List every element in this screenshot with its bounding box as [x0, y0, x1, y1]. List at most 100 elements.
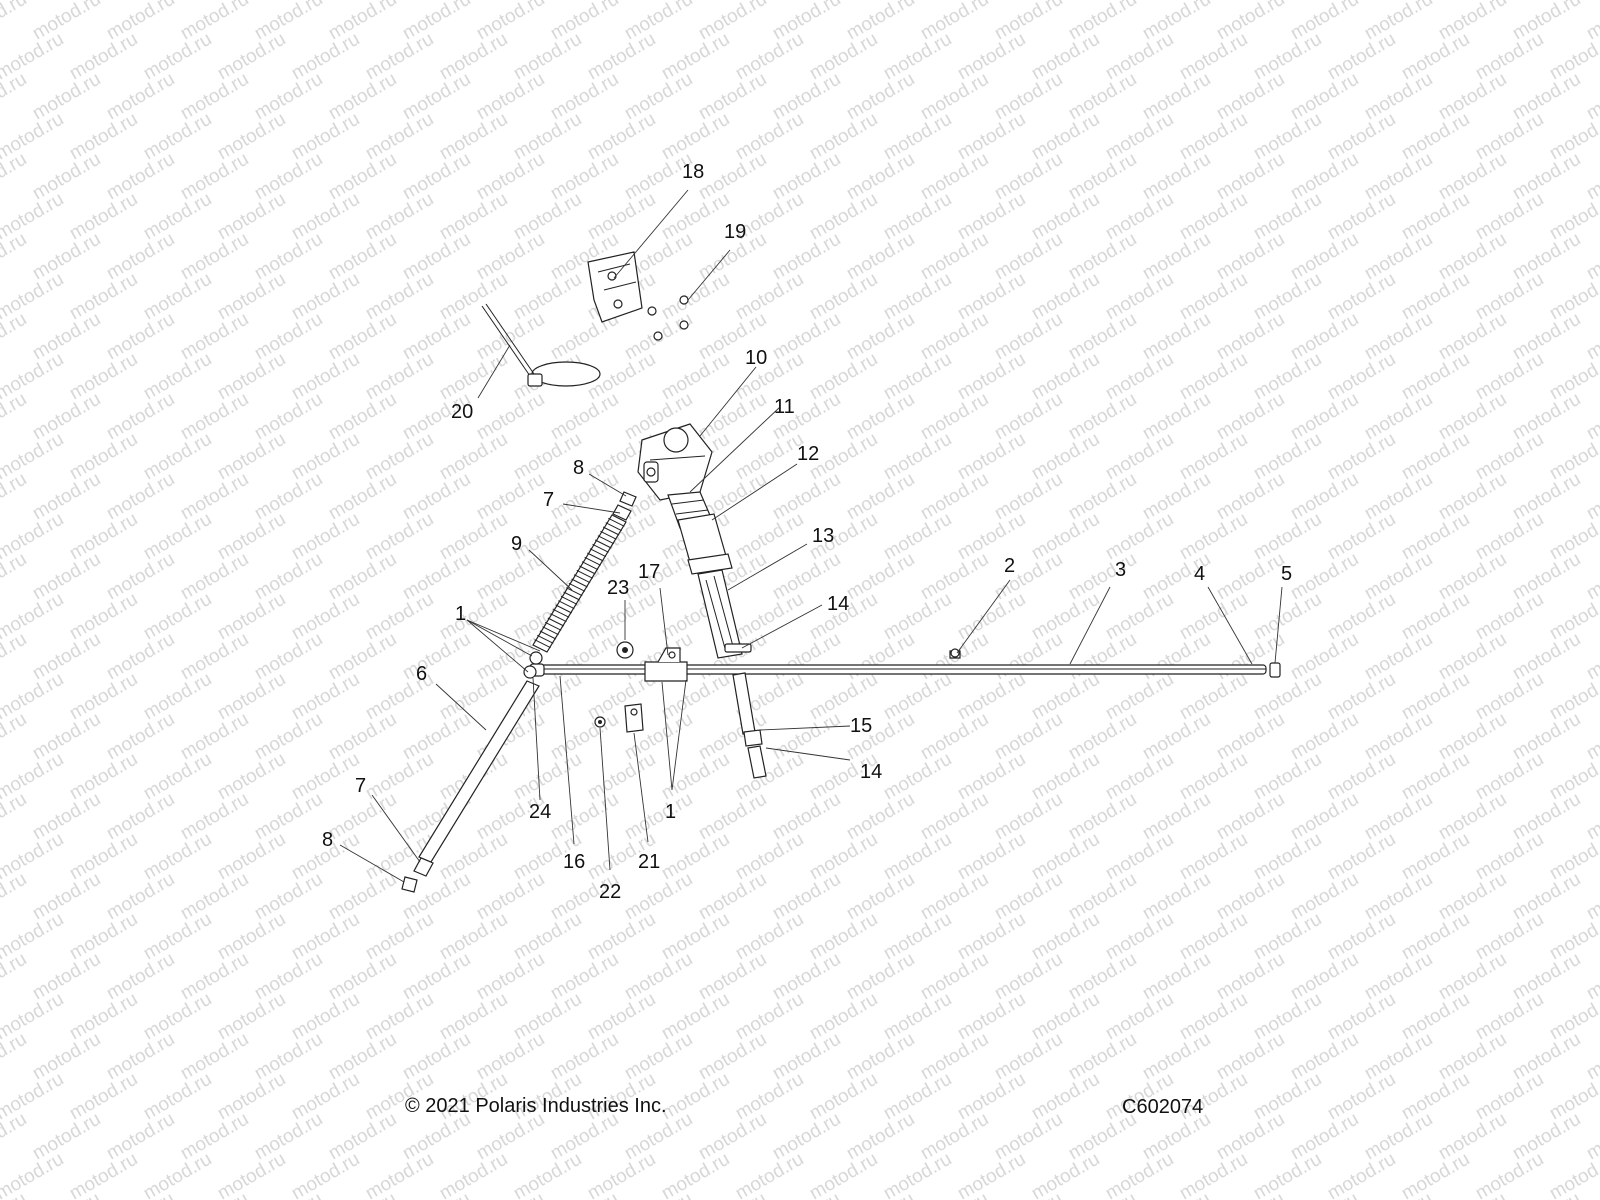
watermark-text: motod.ru: [1287, 309, 1362, 365]
watermark-text: motod.ru: [288, 429, 363, 485]
watermark-text: motod.ru: [1102, 1149, 1177, 1200]
watermark-text: motod.ru: [1361, 549, 1436, 605]
callouts: 1 1 2 3 4 5 6 7 7 8 8 9 10 11 12 13 14 1…: [322, 161, 1292, 903]
watermark-text: motod.ru: [251, 949, 326, 1005]
watermark-text: motod.ru: [732, 1069, 807, 1125]
watermark-text: motod.ru: [806, 909, 881, 965]
watermark-text: motod.ru: [991, 469, 1066, 525]
watermark-text: motod.ru: [1509, 789, 1584, 845]
watermark-text: motod.ru: [473, 1189, 548, 1200]
watermark-text: motod.ru: [0, 949, 30, 1005]
watermark-text: motod.ru: [66, 749, 141, 805]
watermark-text: motod.ru: [103, 389, 178, 445]
watermark-text: motod.ru: [954, 109, 1029, 165]
watermark-text: motod.ru: [1102, 429, 1177, 485]
watermark-text: motod.ru: [0, 869, 30, 925]
watermark-text: motod.ru: [288, 269, 363, 325]
watermark-text: motod.ru: [1065, 949, 1140, 1005]
watermark-text: motod.ru: [510, 909, 585, 965]
watermark-text: motod.ru: [1509, 1189, 1584, 1200]
watermark-text: motod.ru: [66, 1069, 141, 1125]
watermark-text: motod.ru: [436, 829, 511, 885]
tube-rib: [539, 630, 557, 640]
watermark-text: motod.ru: [1324, 1069, 1399, 1125]
watermark-text: motod.ru: [1139, 229, 1214, 285]
watermark-text: motod.ru: [1250, 669, 1325, 725]
watermark-text: motod.ru: [1361, 229, 1436, 285]
watermark-text: motod.ru: [1398, 1149, 1473, 1200]
watermark-text: motod.ru: [103, 229, 178, 285]
watermark-text: motod.ru: [399, 549, 474, 605]
watermark-text: motod.ru: [1472, 1149, 1547, 1200]
tube-rib: [602, 526, 620, 536]
watermark-text: motod.ru: [658, 349, 733, 405]
watermark-text: motod.ru: [0, 1109, 30, 1165]
watermark-text: motod.ru: [1213, 469, 1288, 525]
watermark-text: motod.ru: [29, 309, 104, 365]
watermark-text: motod.ru: [1472, 829, 1547, 885]
watermark-text: motod.ru: [769, 1029, 844, 1085]
watermark-text: motod.ru: [991, 949, 1066, 1005]
watermark-text: motod.ru: [1139, 69, 1214, 125]
watermark-text: motod.ru: [1176, 749, 1251, 805]
callout-3: 3: [1115, 559, 1126, 581]
watermark-text: motod.ru: [288, 349, 363, 405]
watermark-text: motod.ru: [288, 749, 363, 805]
tube-rib: [552, 608, 570, 618]
watermark-text: motod.ru: [436, 429, 511, 485]
watermark-text: motod.ru: [1065, 1029, 1140, 1085]
tube-rib: [584, 556, 601, 566]
watermark-text: motod.ru: [1250, 269, 1325, 325]
watermark-text: motod.ru: [1472, 349, 1547, 405]
watermark-text: motod.ru: [510, 749, 585, 805]
watermark-text: motod.ru: [177, 1029, 252, 1085]
watermark-text: motod.ru: [1250, 829, 1325, 885]
watermark-text: motod.ru: [103, 1109, 178, 1165]
watermark-text: motod.ru: [1250, 1149, 1325, 1200]
watermark-text: motod.ru: [66, 509, 141, 565]
watermark-text: motod.ru: [177, 629, 252, 685]
callout-2: 2: [1004, 555, 1015, 577]
watermark-text: motod.ru: [103, 549, 178, 605]
watermark-text: motod.ru: [732, 909, 807, 965]
watermark-text: motod.ru: [917, 389, 992, 445]
tube-rib: [608, 517, 625, 527]
watermark-text: motod.ru: [769, 869, 844, 925]
watermark-text: motod.ru: [732, 749, 807, 805]
watermark-text: motod.ru: [436, 669, 511, 725]
watermark-text: motod.ru: [880, 109, 955, 165]
watermark-text: motod.ru: [695, 69, 770, 125]
watermark-text: motod.ru: [917, 1109, 992, 1165]
watermark-text: motod.ru: [1213, 149, 1288, 205]
watermark-text: motod.ru: [1361, 629, 1436, 685]
watermark-text: motod.ru: [1139, 949, 1214, 1005]
watermark-text: motod.ru: [1250, 989, 1325, 1045]
watermark-text: motod.ru: [399, 469, 474, 525]
watermark-text: motod.ru: [1509, 469, 1584, 525]
watermark-text: motod.ru: [917, 1189, 992, 1200]
watermark-text: motod.ru: [140, 509, 215, 565]
watermark-text: motod.ru: [251, 789, 326, 845]
watermark-text: motod.ru: [1472, 669, 1547, 725]
watermark-text: motod.ru: [843, 309, 918, 365]
watermark-text: motod.ru: [288, 909, 363, 965]
leader-lines: [339, 189, 1283, 883]
watermark-text: motod.ru: [0, 229, 30, 285]
watermark-text: motod.ru: [66, 109, 141, 165]
watermark-text: motod.ru: [1509, 629, 1584, 685]
tube-rib: [550, 613, 567, 623]
watermark-text: motod.ru: [140, 29, 215, 85]
watermark-text: motod.ru: [917, 709, 992, 765]
watermark-text: motod.ru: [325, 789, 400, 845]
watermark-text: motod.ru: [954, 589, 1029, 645]
tube-rib: [566, 587, 583, 597]
watermark-text: motod.ru: [843, 629, 918, 685]
watermark-text: motod.ru: [1176, 909, 1251, 965]
watermark-text: motod.ru: [1435, 1189, 1510, 1200]
cable-tie: [481, 303, 601, 387]
watermark-text: motod.ru: [1398, 509, 1473, 565]
watermark-text: motod.ru: [288, 589, 363, 645]
watermark-text: motod.ru: [1102, 269, 1177, 325]
watermark-text: motod.ru: [1102, 749, 1177, 805]
callout-7: 7: [543, 489, 554, 511]
